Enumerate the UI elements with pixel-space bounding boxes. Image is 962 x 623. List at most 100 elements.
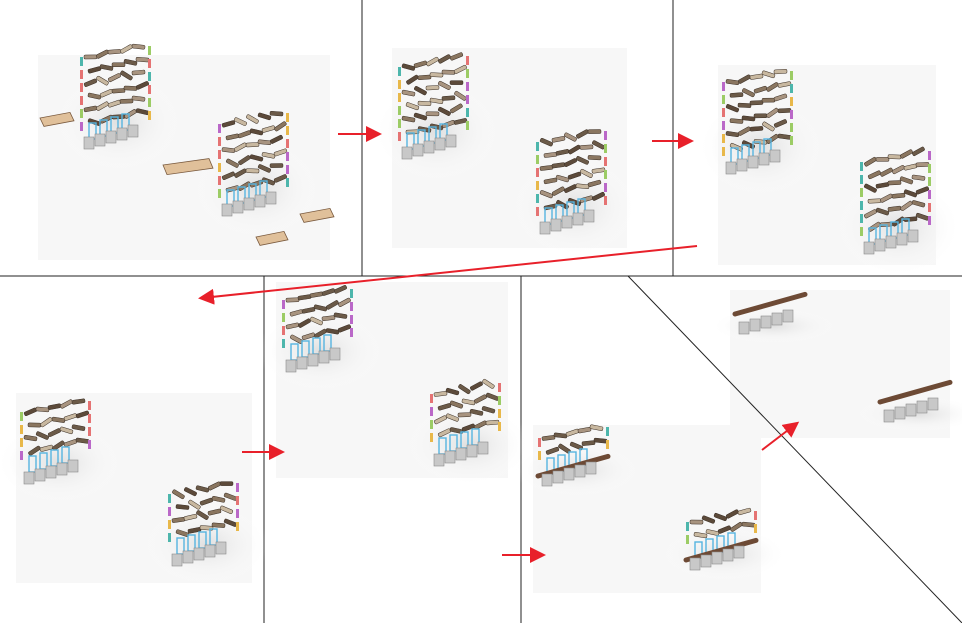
stacked-block xyxy=(903,216,918,222)
accent-tag xyxy=(790,84,793,93)
base-pedestal xyxy=(23,471,35,485)
stacked-block xyxy=(450,103,463,114)
accent-tag xyxy=(790,97,793,106)
accent-tag xyxy=(754,524,757,533)
base-pedestal xyxy=(455,447,467,461)
stacked-block xyxy=(891,193,906,199)
stacked-block xyxy=(864,183,877,193)
stacked-block xyxy=(543,177,558,185)
base-pedestal xyxy=(204,544,216,558)
base-pedestal xyxy=(265,191,277,205)
stacked-block xyxy=(591,192,605,201)
stacked-block xyxy=(689,519,704,525)
accent-tag xyxy=(790,110,793,119)
accent-tag xyxy=(928,190,931,199)
accent-tag xyxy=(236,522,239,531)
accent-tag xyxy=(350,302,353,311)
base-pedestal xyxy=(733,545,745,559)
accent-tag xyxy=(20,425,23,434)
stacked-block xyxy=(257,112,272,121)
wooden-rail xyxy=(732,291,808,317)
stacked-block xyxy=(437,403,452,411)
accent-tag xyxy=(498,396,501,405)
model-rail-only xyxy=(855,379,962,432)
accent-tag xyxy=(148,59,151,68)
stacked-block xyxy=(753,85,768,94)
accent-tag xyxy=(790,71,793,80)
stacked-block xyxy=(587,155,602,161)
stacked-block xyxy=(575,156,589,165)
stacked-block xyxy=(441,95,456,101)
base-pedestal xyxy=(894,406,906,420)
stacked-block xyxy=(301,307,316,314)
accent-tag xyxy=(498,383,501,392)
stacked-block xyxy=(51,416,66,423)
model-wall-medium xyxy=(143,481,270,586)
accent-tag xyxy=(282,300,285,309)
stacked-block xyxy=(729,118,744,124)
stacked-block xyxy=(749,73,764,80)
stacked-block xyxy=(83,54,98,60)
base-pedestal xyxy=(285,359,297,373)
base-pedestal xyxy=(182,550,194,564)
stacked-block xyxy=(87,92,102,100)
stacked-block xyxy=(766,107,779,118)
base-pedestal xyxy=(771,312,783,326)
stacked-block xyxy=(226,158,239,168)
accent-tag xyxy=(148,46,151,55)
stacked-block xyxy=(196,510,209,520)
accent-tag xyxy=(286,178,289,187)
accent-tag xyxy=(860,162,863,171)
stacked-block xyxy=(579,144,594,150)
stacked-block xyxy=(28,445,41,456)
base-pedestal xyxy=(561,215,573,229)
stacked-block xyxy=(111,62,126,68)
stacked-block xyxy=(245,142,260,148)
stacked-block xyxy=(301,332,316,340)
base-pedestal xyxy=(782,309,794,323)
accent-tag xyxy=(722,134,725,143)
accent-tag xyxy=(536,181,539,190)
base-pedestal xyxy=(927,397,939,411)
stacked-block xyxy=(429,72,444,78)
accent-tag xyxy=(928,216,931,225)
stacked-block xyxy=(887,180,902,186)
stacked-block xyxy=(911,200,926,208)
accent-tag xyxy=(218,189,221,198)
stacked-block xyxy=(83,78,98,87)
accent-tag xyxy=(282,313,285,322)
accent-tag xyxy=(148,72,151,81)
accent-tag xyxy=(80,70,83,79)
stacked-block xyxy=(172,489,185,500)
stacked-block xyxy=(285,297,300,303)
base-pedestal xyxy=(711,551,723,565)
base-pedestal xyxy=(67,459,79,473)
base-pedestal xyxy=(318,350,330,364)
stacked-block xyxy=(175,504,190,510)
accent-tag xyxy=(80,122,83,131)
base-pedestal xyxy=(423,140,435,154)
base-pedestal xyxy=(574,464,586,478)
accent-tag xyxy=(430,394,433,403)
stacked-block xyxy=(693,532,708,539)
stacked-block xyxy=(195,485,210,493)
stacked-block xyxy=(749,126,764,132)
base-pedestal xyxy=(747,155,759,169)
stacked-block xyxy=(899,176,914,185)
stacked-block xyxy=(567,171,582,180)
accent-tag xyxy=(466,108,469,117)
model-wall-medium xyxy=(0,398,122,504)
stacked-block xyxy=(96,75,109,86)
stacked-block xyxy=(257,164,271,173)
stacked-block xyxy=(438,106,451,116)
stacked-block xyxy=(135,57,150,63)
stacked-block xyxy=(900,200,913,211)
stacked-block xyxy=(183,513,198,521)
accent-tag xyxy=(350,289,353,298)
model-wall-medium xyxy=(257,285,384,392)
model-rail-only xyxy=(710,291,837,344)
accent-tag xyxy=(722,147,725,156)
stacked-block xyxy=(481,406,496,414)
stacked-block xyxy=(337,324,352,333)
model-wall-large xyxy=(511,129,638,257)
